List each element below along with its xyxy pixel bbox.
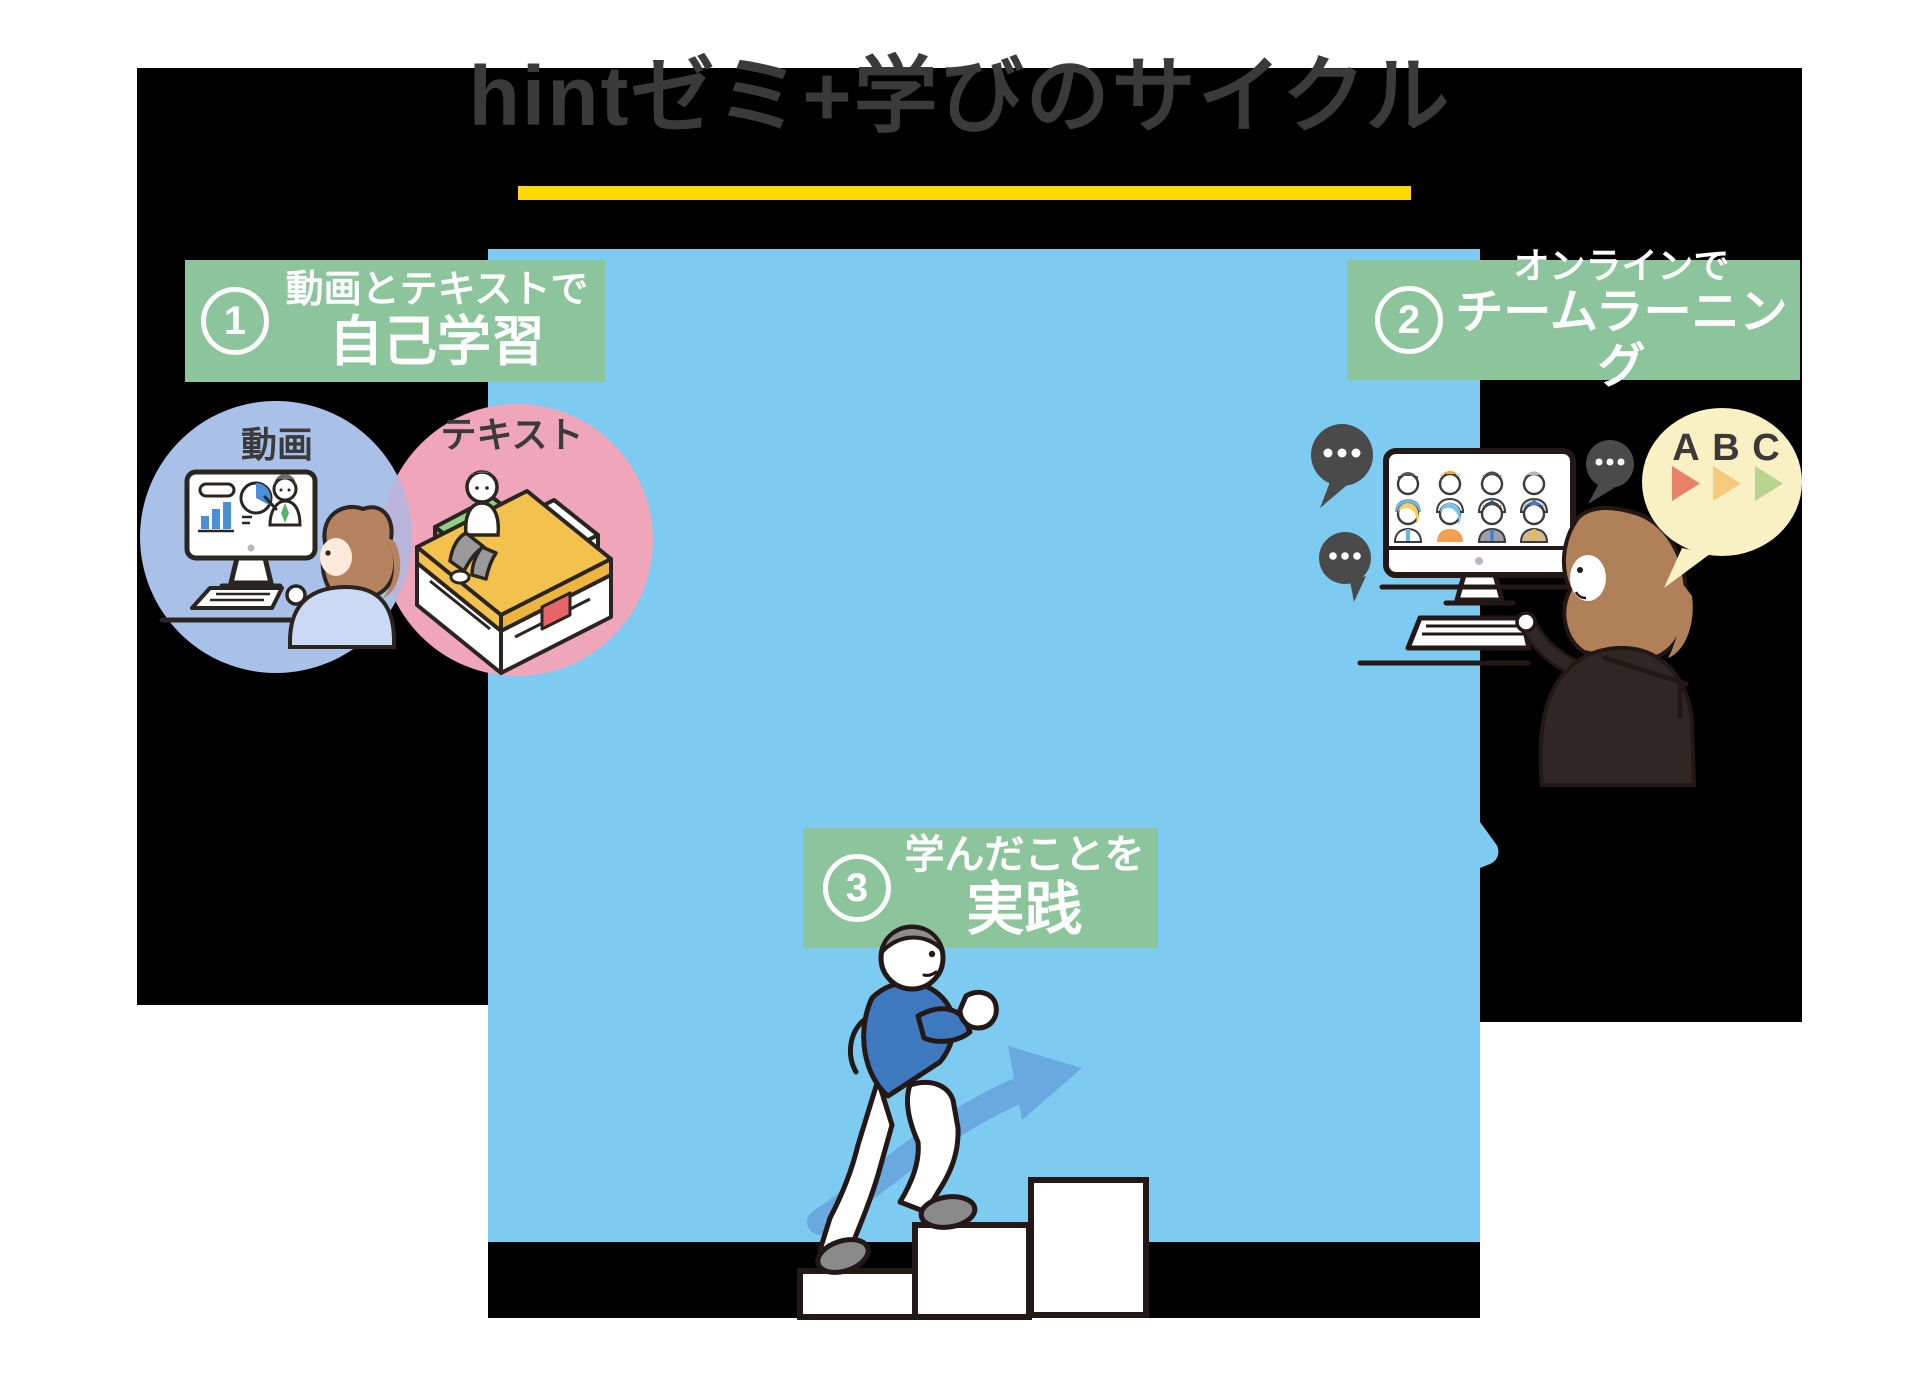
text-label: テキスト	[441, 414, 584, 455]
step3-line2: 実践	[966, 876, 1083, 942]
chat-bubble-icon	[1586, 440, 1634, 504]
climbing-person	[815, 924, 999, 1275]
abc-bubble: A B C	[1642, 408, 1802, 588]
option-a-triangle-icon	[1672, 466, 1700, 501]
title-underline	[518, 186, 1411, 200]
step2-number-badge: 2	[1375, 286, 1443, 354]
step1-line2: 自己学習	[329, 312, 545, 373]
page-title: hintゼミ+学びのサイクル	[468, 49, 1452, 143]
option-c-triangle-icon	[1755, 466, 1783, 501]
participant-woman	[1515, 506, 1697, 787]
learner-woman	[285, 505, 401, 649]
step3-label-box: 3 学んだことを 実践	[803, 828, 1158, 948]
option-a-label: A	[1672, 427, 1699, 469]
step1-line1: 動画とテキストで	[285, 269, 589, 312]
chat-bubble-icon	[1319, 532, 1371, 602]
step1-label-box: 1 動画とテキストで 自己学習	[185, 260, 605, 382]
cycle-blue-square	[488, 249, 1480, 1242]
self-study-illustration: 動画 テキスト	[140, 401, 653, 676]
option-b-label: B	[1712, 427, 1739, 469]
option-b-triangle-icon	[1713, 466, 1741, 501]
step2-line1: オンラインで	[1513, 245, 1730, 287]
chat-bubble-icon	[1311, 424, 1373, 508]
video-call-monitor-icon	[1383, 448, 1576, 606]
keyboard-icon	[1405, 615, 1532, 651]
step2-label-box: 2 オンラインで チームラーニング	[1347, 245, 1800, 393]
cycle-arrow-tip-icon	[1480, 822, 1499, 868]
option-c-label: C	[1752, 427, 1779, 469]
participant-avatars	[1393, 470, 1549, 543]
keyboard-icon	[190, 586, 284, 610]
practice-illustration	[797, 924, 1149, 1320]
step3-number-badge: 3	[823, 854, 891, 922]
step3-line1: 学んだことを	[904, 833, 1145, 878]
video-label: 動画	[241, 424, 313, 465]
team-learning-illustration: A B C	[1311, 408, 1802, 787]
book-stack-icon	[415, 470, 613, 675]
step1-number-badge: 1	[201, 287, 269, 355]
stairs-icon	[797, 1177, 1149, 1320]
backdrop-top-band	[137, 68, 1802, 249]
step2-line2: チームラーニング	[1455, 286, 1788, 394]
